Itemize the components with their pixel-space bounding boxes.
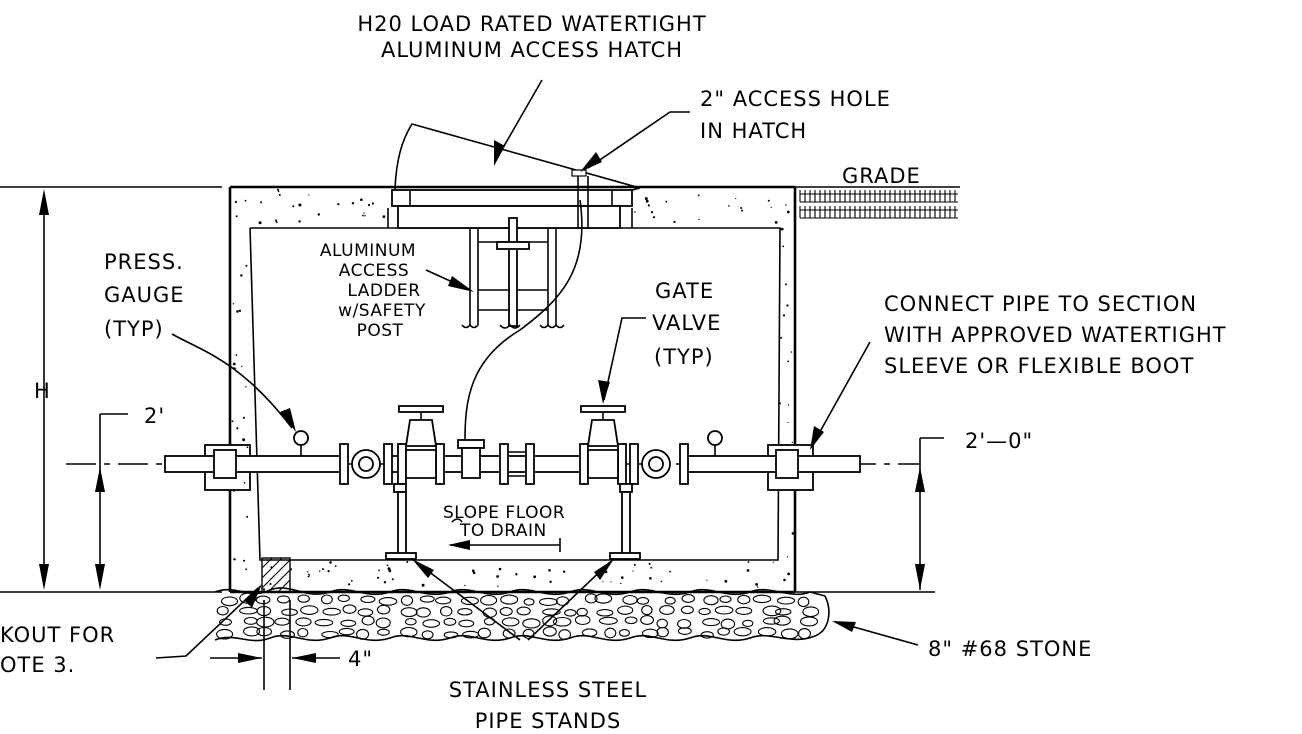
height-dimension-label: H [34,379,51,403]
leaders [155,79,919,659]
pipe-stands-label-2: PIPE STANDS [475,709,622,733]
hole-label-1: 2" ACCESS HOLE [700,87,891,111]
hole-label-2: IN HATCH [700,119,807,143]
ladder-label-5: POST [357,321,404,341]
valve-label-3: (TYP) [654,345,714,369]
slope-arrow [448,518,561,552]
grade-hatching [795,186,960,219]
clearance-dimension-label: 4" [348,647,373,671]
gauge-label-3: (TYP) [104,317,164,341]
valve-label-1: GATE [655,279,714,303]
connect-label-3: SLEEVE OR FLEXIBLE BOOT [884,354,1194,378]
slope-label-2: TO DRAIN [459,521,547,541]
grade-label: GRADE [842,164,921,188]
gauge-label-1: PRESS. [104,250,184,274]
ladder-label-3: LADDER [347,281,420,301]
connect-label-2: WITH APPROVED WATERTIGHT [884,323,1227,347]
connect-label-1: CONNECT PIPE TO SECTION [884,292,1197,316]
labels: H20 LOAD RATED WATERTIGHT ALUMINUM ACCES… [0,12,1227,733]
knockout-label-1: KOUT FOR [0,623,115,647]
valve-label-2: VALVE [652,311,721,335]
access-hatch [391,123,641,229]
slope-label-1: SLOPE FLOOR [443,503,565,523]
stone-label: 8" #68 STONE [928,637,1092,661]
ladder-label-4: w/SAFETY [338,301,426,321]
piping [66,405,920,485]
right-pipe-height-label: 2'—0" [965,429,1033,453]
ladder-label-1: ALUMINUM [320,241,416,261]
access-ladder [461,199,583,441]
knockout-label-2: OTE 3. [0,653,75,677]
hatch-label-2: ALUMINUM ACCESS HATCH [381,38,683,62]
gauge-label-2: GAUGE [104,283,185,307]
ladder-label-2: ACCESS [339,261,409,281]
knockout-area [261,557,291,593]
pipe-stands-label-1: STAINLESS STEEL [449,678,648,702]
stone-bed [214,587,830,642]
left-pipe-height-label: 2' [144,404,165,428]
hatch-label-1: H20 LOAD RATED WATERTIGHT [357,12,706,36]
dimensions [0,186,944,690]
pipe-stands [385,483,641,560]
